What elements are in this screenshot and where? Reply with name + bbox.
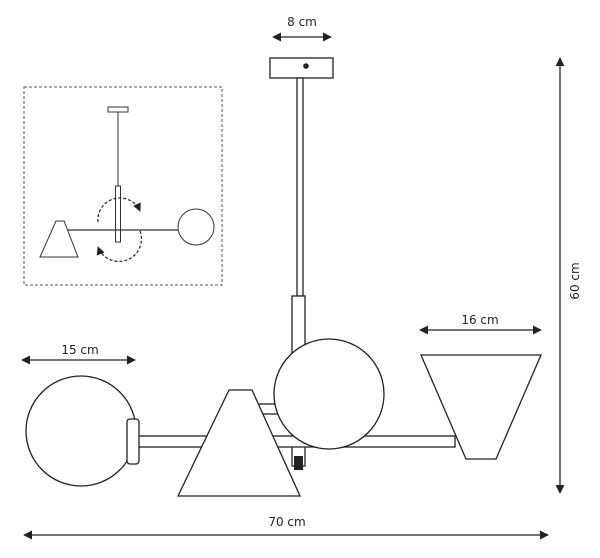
inset-border xyxy=(23,86,223,286)
left-globe-shade xyxy=(25,375,137,487)
left-globe-holder xyxy=(126,418,140,465)
inset-rotation-illustration xyxy=(23,86,223,286)
suspension-rod xyxy=(296,77,304,297)
canopy-screw-icon xyxy=(303,63,309,69)
globe-diameter-label: 15 cm xyxy=(61,343,98,357)
inset-cone-shade xyxy=(39,220,79,258)
center-cone-shade xyxy=(176,389,302,497)
rotate-arrows-icon xyxy=(96,197,143,263)
total-width-label: 70 cm xyxy=(268,515,305,529)
dimension-globe-diameter: 15 cm xyxy=(21,343,136,365)
lamp-main-drawing xyxy=(25,57,542,497)
inset-globe xyxy=(177,208,215,246)
canopy-width-label: 8 cm xyxy=(287,15,317,29)
dimension-total-height: 60 cm xyxy=(555,57,582,494)
cone-diameter-label: 16 cm xyxy=(461,313,498,327)
ceiling-canopy xyxy=(269,57,334,79)
center-globe-shade xyxy=(273,338,385,450)
dimension-cone-diameter: 16 cm xyxy=(419,313,542,335)
right-cone-shade xyxy=(420,354,542,460)
dimension-canopy-width: 8 cm xyxy=(272,15,332,42)
total-height-label: 60 cm xyxy=(568,262,582,299)
inset-rod-sleeve xyxy=(115,185,121,243)
dimension-total-width: 70 cm xyxy=(23,515,549,540)
inset-canopy xyxy=(107,106,129,113)
rod-end-cap xyxy=(294,456,303,470)
